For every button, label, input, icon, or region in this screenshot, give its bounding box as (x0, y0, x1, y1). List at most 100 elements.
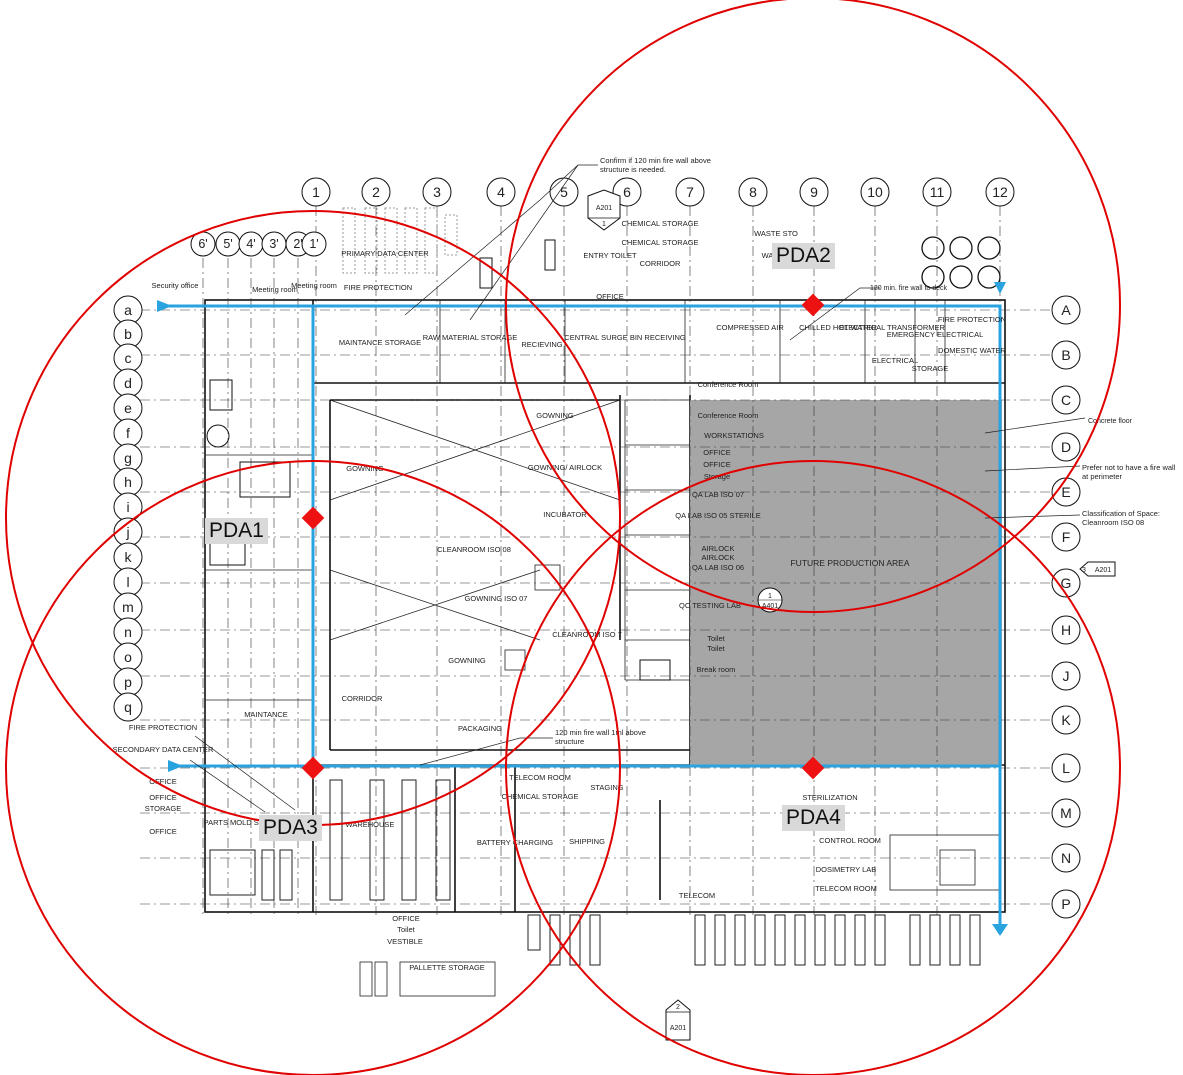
pda4-label: PDA4 (782, 805, 845, 831)
section-sheet: A201 (670, 1025, 686, 1032)
no-fire-wall-note: Prefer not to have a fire wall at perime… (1082, 463, 1176, 481)
room-label: VESTIBLE (387, 937, 423, 946)
pda4-coverage-circle (505, 460, 1121, 1075)
row-label: H (1061, 622, 1071, 638)
room-label: FIRE PROTECTION (129, 723, 197, 732)
pda2-anchor-point (801, 293, 825, 317)
row-label: m (122, 599, 134, 615)
room-label: TELECOM (679, 891, 715, 900)
row-label: q (124, 699, 132, 715)
row-label: F (1062, 529, 1071, 545)
pda3-anchor-point (301, 756, 325, 780)
room-label: PRIMARY DATA CENTER (341, 249, 429, 258)
annotations: Confirm if 120 min fire wall above struc… (555, 156, 1176, 746)
column-label: 1' (309, 237, 318, 251)
column-label: 6 (623, 184, 631, 200)
room-label: Conference Room (698, 411, 759, 420)
row-label: N (1061, 850, 1071, 866)
room-label: STAGING (590, 783, 623, 792)
row-label: L (1062, 760, 1070, 776)
classification-note: Classification of Space: Cleanroom ISO 0… (1082, 509, 1160, 527)
room-label: RAW MATERIAL STORAGE (423, 333, 518, 342)
room-label: QA LAB ISO 07 (692, 490, 744, 499)
anchor-points (301, 293, 825, 780)
room-label: STERILIZATION (802, 793, 857, 802)
row-label: G (1061, 575, 1072, 591)
room-label: Meeting room (291, 281, 337, 290)
column-label: 6' (198, 237, 207, 251)
room-label: PALLETTE STORAGE (409, 963, 485, 972)
fire-wall-note-bottom: 120 min fire wall 1ml above structure (555, 728, 646, 746)
detail-sheet: A401 (762, 603, 778, 610)
column-label: 2' (293, 237, 302, 251)
row-label: D (1061, 439, 1071, 455)
room-label: PARTS MOLD STORAGE (204, 818, 291, 827)
room-label: Break room (697, 665, 736, 674)
room-label: AIRLOCK (702, 553, 735, 562)
column-label: 10 (867, 184, 883, 200)
room-label: MAINTANCE STORAGE (339, 338, 421, 347)
room-label: GOWNING (536, 411, 574, 420)
room-label: CHEMICAL STORAGE (621, 238, 698, 247)
row-label: C (1061, 392, 1071, 408)
room-label: COMPRESSED AIR (716, 323, 784, 332)
row-label: h (124, 474, 132, 490)
fire-wall-note-top: Confirm if 120 min fire wall above struc… (600, 156, 711, 174)
row-label: b (124, 326, 132, 342)
room-label: Toilet (397, 925, 415, 934)
row-label: g (124, 450, 132, 466)
room-labels: Security office Meeting room Meeting roo… (113, 219, 1007, 972)
column-label: 1 (312, 184, 320, 200)
room-label: SHIPPING (569, 837, 605, 846)
column-label: 8 (749, 184, 757, 200)
pda4-anchor-point (801, 756, 825, 780)
column-label: 11 (930, 184, 945, 200)
room-label: Meeting room (252, 285, 298, 294)
column-label: 4 (497, 184, 505, 200)
room-label: QC TESTING LAB (679, 601, 741, 610)
row-label: o (124, 649, 132, 665)
row-label: i (126, 499, 129, 515)
row-label: j (125, 524, 129, 540)
room-label: OFFICE (392, 914, 420, 923)
row-label: M (1060, 805, 1072, 821)
row-label: a (124, 302, 132, 318)
pda2-coverage-circle (505, 0, 1121, 613)
column-label: 5' (223, 237, 232, 251)
room-label: OFFICE (703, 460, 731, 469)
room-label: QA LAB ISO 05 STERILE (675, 511, 760, 520)
room-label: TELECOM ROOM (815, 884, 877, 893)
section-sheet: A201 (1095, 567, 1111, 574)
row-bubbles-right: A B C D E F G H J K L M N P (1051, 295, 1081, 919)
row-label: k (125, 549, 133, 565)
room-label: GOWNING (448, 656, 486, 665)
column-label: 7 (686, 184, 694, 200)
room-label: OFFICE (149, 793, 177, 802)
row-label: P (1061, 896, 1070, 912)
pda1-anchor-point (301, 506, 325, 530)
room-label: STORAGE (145, 804, 182, 813)
row-label: d (124, 375, 132, 391)
room-label: DOSIMETRY LAB (816, 865, 877, 874)
room-label: STORAGE (912, 364, 949, 373)
room-label: OFFICE (703, 448, 731, 457)
room-label: DOMESTIC WATER (938, 346, 1006, 355)
section-num: 2 (676, 1004, 680, 1011)
room-label: FIRE PROTECTION (344, 283, 412, 292)
room-label: CENTRAL SURGE BIN RECEIVING (564, 333, 686, 342)
column-label: 3 (433, 184, 441, 200)
room-label: OFFICE (149, 827, 177, 836)
room-label: CORRIDOR (640, 259, 681, 268)
row-label: e (124, 400, 132, 416)
room-label: SECONDARY DATA CENTER (113, 745, 214, 754)
column-label: 5 (560, 184, 568, 200)
room-label: EMERGENCY ELECTRICAL (887, 330, 984, 339)
section-marks: A201 1 3 A201 2 A201 1 A401 (587, 189, 1116, 1041)
room-label: RECIEVING (521, 340, 562, 349)
room-label: CLEANROOM ISO 7 (552, 630, 622, 639)
row-label: B (1061, 347, 1070, 363)
section-num: 3 (1082, 567, 1086, 574)
room-label: WAREHOUSE (346, 820, 395, 829)
row-label: A (1061, 302, 1071, 318)
